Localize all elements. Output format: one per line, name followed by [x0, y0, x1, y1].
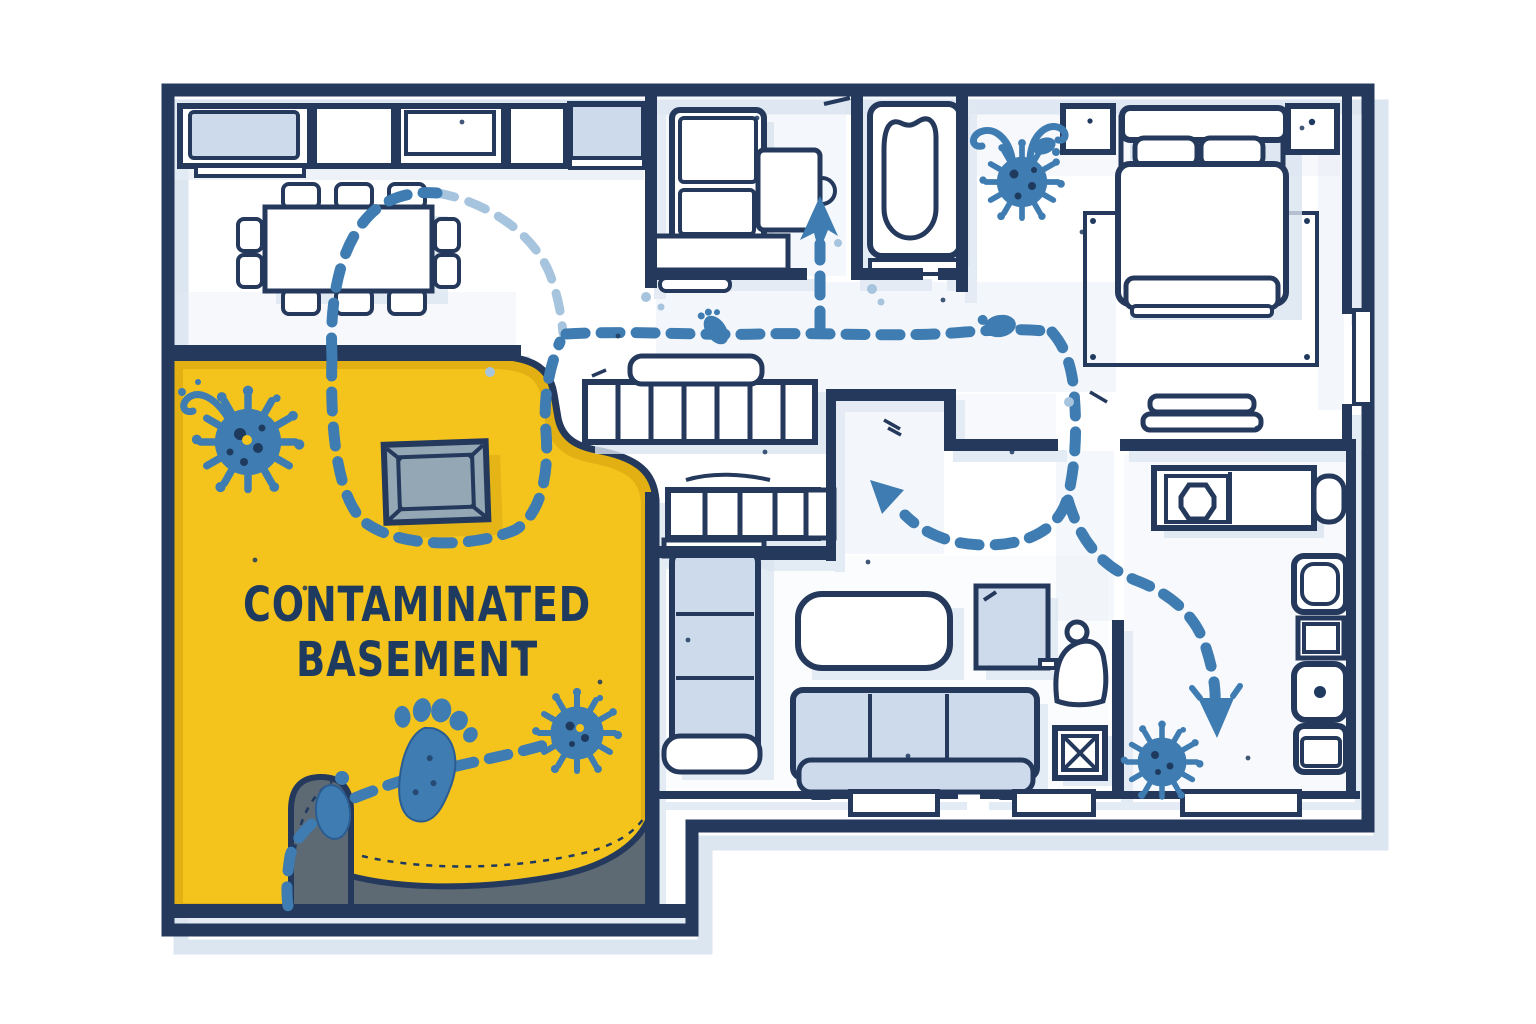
side-table — [973, 583, 1051, 671]
knob-icon — [821, 176, 837, 206]
trail-icon — [1062, 494, 1221, 710]
window-icon — [848, 789, 940, 817]
footprint-icon — [314, 771, 352, 840]
bathtub — [823, 96, 970, 276]
living-room-set — [661, 537, 1113, 800]
trail-icon — [326, 187, 443, 363]
stairs-upper — [582, 353, 827, 454]
trail-icon — [281, 729, 581, 912]
window-icon — [1180, 789, 1302, 817]
basement-crate — [380, 438, 503, 539]
building-shadow — [172, 99, 1389, 955]
virus-icon — [178, 379, 304, 492]
trail-icon — [432, 188, 568, 338]
sofa-armrest — [661, 733, 763, 775]
basement-label-line1: CONTAMINATED — [243, 577, 591, 633]
sink-icon — [1178, 482, 1217, 522]
nightstand — [1060, 103, 1116, 155]
basement-label-line2: BASEMENT — [296, 632, 538, 688]
arrow-icon — [1198, 698, 1234, 738]
ramp-guide-line — [361, 803, 652, 868]
basement-entry-ramp — [348, 799, 656, 915]
sketch-tick — [823, 96, 851, 106]
trail-icon — [326, 336, 566, 549]
dining-set — [236, 182, 461, 316]
utility-room-set — [1151, 465, 1349, 775]
virus-icon — [533, 688, 622, 772]
contamination-trails — [281, 187, 1243, 912]
coffee-table — [795, 591, 953, 671]
bed-headboard — [1119, 105, 1289, 143]
germs-and-footprints — [178, 123, 1203, 840]
kitchen-cabinets — [177, 101, 647, 178]
window-icon — [1012, 789, 1096, 817]
virus-icon — [1121, 721, 1203, 798]
window-icon — [1352, 308, 1374, 406]
contaminated-basement-room: CONTAMINATED BASEMENT — [169, 352, 660, 917]
stair-rail — [685, 472, 771, 482]
splat-icon — [697, 308, 729, 345]
stair-landing — [627, 353, 765, 387]
crate-x-icon — [1052, 725, 1113, 786]
windows — [848, 308, 1374, 817]
sketch-specks — [252, 87, 1348, 761]
bedroom-set — [1060, 103, 1340, 433]
footprint-icon — [394, 698, 478, 823]
splat-icon — [977, 314, 1022, 338]
virus-icon — [970, 123, 1069, 219]
nightstand — [1285, 103, 1340, 155]
bench — [1147, 393, 1257, 415]
basement-notch-wall — [176, 352, 660, 908]
basement-floor — [169, 355, 655, 917]
arrow-icon — [870, 480, 904, 514]
exterior-wall — [161, 83, 1375, 937]
arrow-icon — [800, 196, 838, 252]
person-icon — [1053, 619, 1109, 708]
furniture — [177, 96, 1349, 800]
bed-blanket — [1123, 275, 1281, 311]
bathroom-fixtures-left — [649, 107, 837, 293]
